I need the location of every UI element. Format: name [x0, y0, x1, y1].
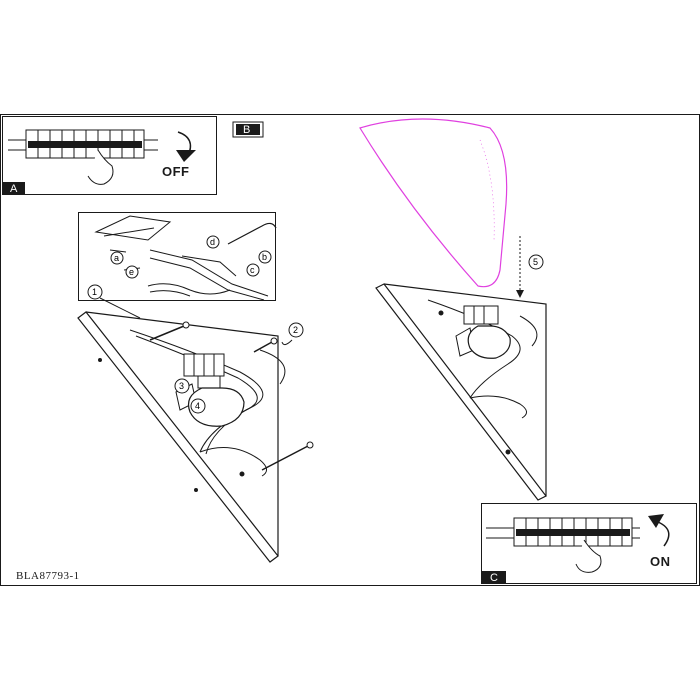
hand-icon [87, 149, 114, 185]
panel-c: ON C [481, 503, 697, 584]
rotate-arrow-icon [281, 339, 293, 346]
on-arrow-icon [657, 521, 670, 547]
letter-e: e [129, 267, 134, 277]
letter-d: d [210, 237, 215, 247]
light-bulb-b-icon [467, 325, 511, 359]
glass-shade-icon [359, 118, 508, 288]
breaker-rail-on-icon [486, 517, 640, 547]
screw-right-icon [253, 337, 278, 353]
screw-bottom-icon [261, 441, 314, 471]
step-2-label: 2 [293, 325, 298, 335]
panel-c-tag-letter: C [490, 572, 498, 584]
letter-a: a [114, 253, 119, 263]
letter-b: b [262, 252, 267, 262]
breaker-rail-icon [8, 129, 158, 159]
panel-c-tag [482, 571, 506, 584]
panel-b-tag-letter: B [243, 124, 250, 136]
on-label: ON [650, 554, 671, 569]
terminal-block-icon [94, 215, 269, 301]
off-arrowhead-icon [176, 150, 196, 162]
panel-a-tag [3, 182, 25, 194]
detail-1-wiring: a e d b c 1 [78, 212, 277, 319]
panel-b: B 5 [232, 118, 547, 501]
panel-a: OFF A [2, 116, 217, 195]
step-1-label: 1 [92, 287, 97, 297]
lamp-socket-b-icon [463, 305, 499, 325]
step-4-label: 4 [195, 401, 200, 411]
wall-lamp-bracket-b [375, 283, 547, 501]
arrow-a-icon [109, 249, 127, 253]
letter-c: c [250, 265, 255, 275]
product-code: BLA87793-1 [16, 570, 80, 582]
panel-a-tag-letter: A [10, 183, 18, 195]
lamp-socket-icon [183, 353, 225, 389]
on-arrowhead-icon [648, 514, 664, 528]
screw-top-icon [149, 321, 190, 341]
screwdriver-icon [227, 222, 277, 245]
leader-line [99, 297, 141, 319]
step-3-label: 3 [179, 381, 184, 391]
wall-lamp-bracket [77, 311, 286, 563]
light-bulb-icon [187, 387, 245, 427]
step-5-label: 5 [533, 257, 538, 267]
off-label: OFF [162, 164, 190, 179]
hand-on-icon [575, 539, 602, 573]
